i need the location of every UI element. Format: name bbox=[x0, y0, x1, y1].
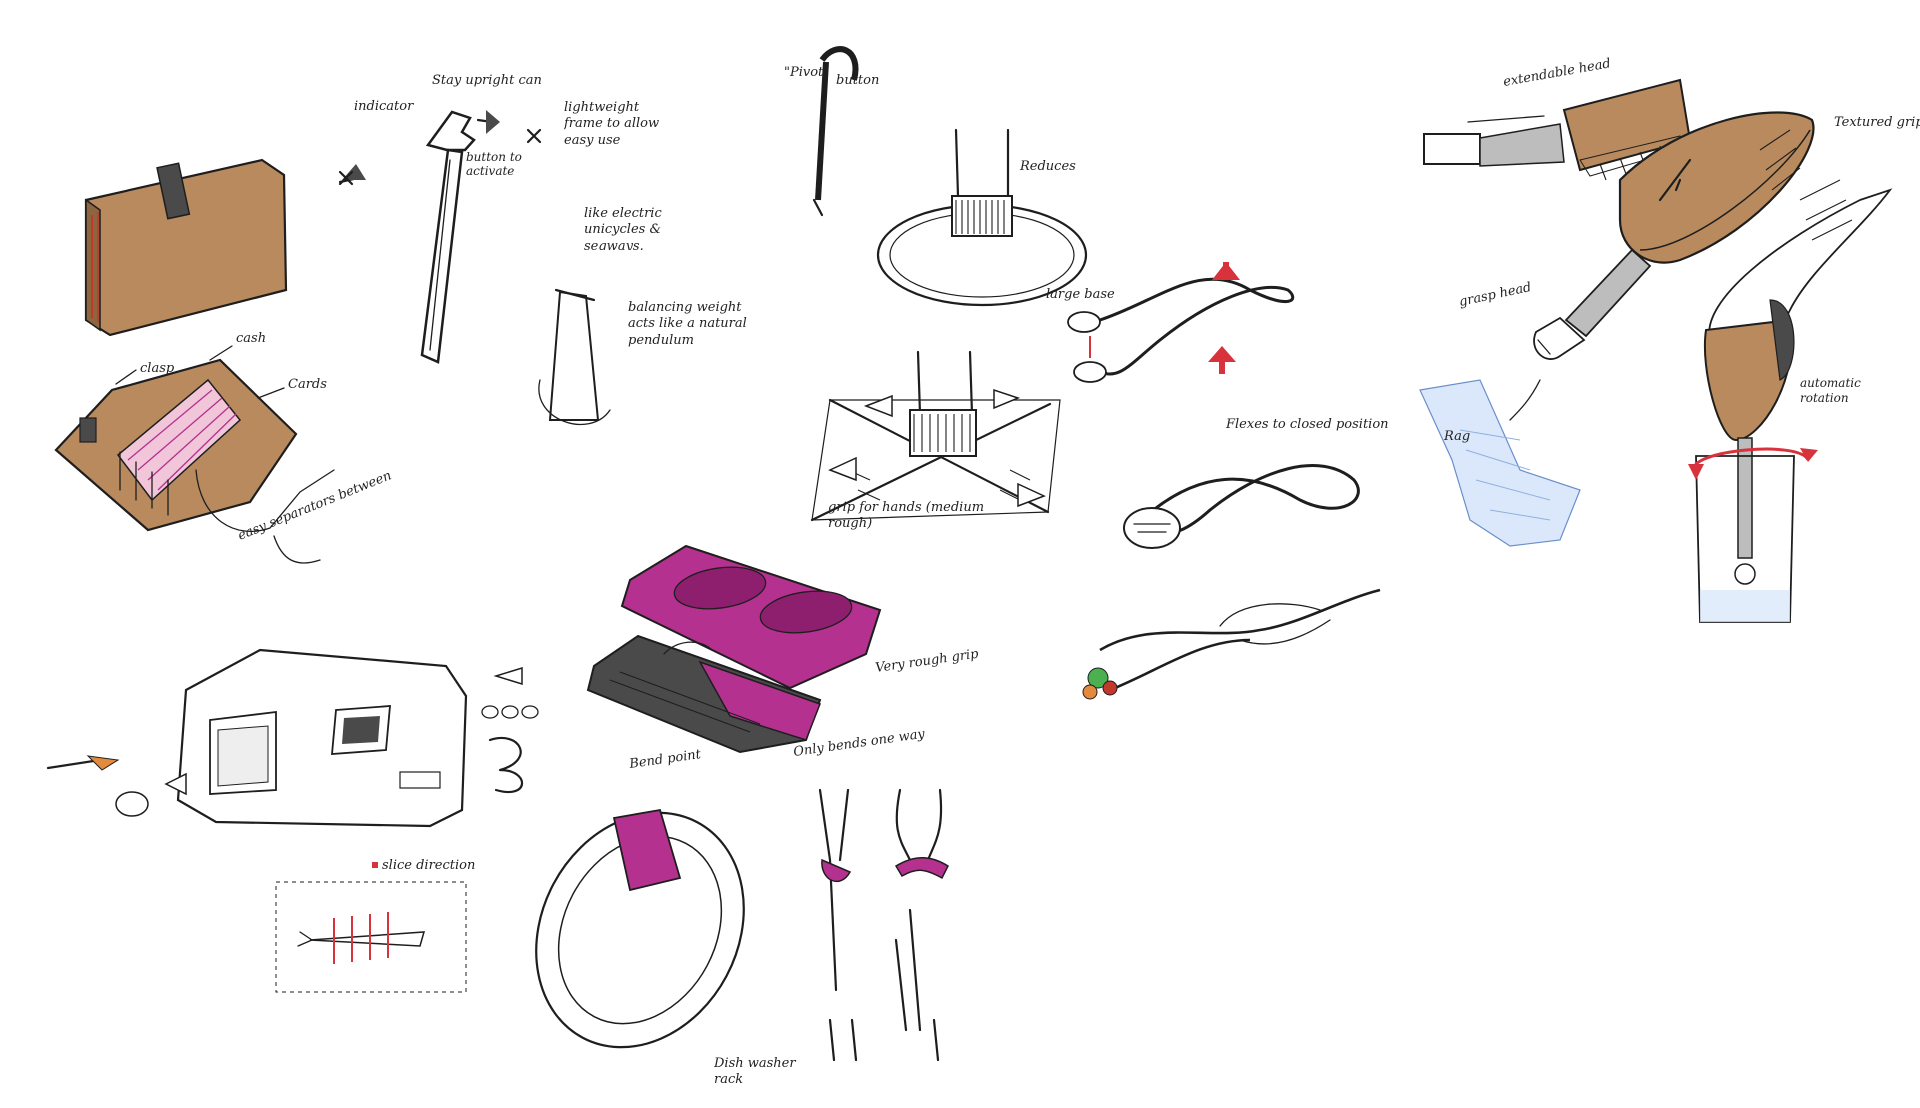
wallet-open-sketch bbox=[54, 358, 298, 532]
slice-icon-2 bbox=[501, 705, 519, 719]
balancing-text: balancing weight acts like a natural pen… bbox=[628, 300, 747, 348]
label-indicator: indicator bbox=[354, 99, 414, 114]
cards-pointer bbox=[257, 387, 285, 399]
label-clasp: clasp bbox=[140, 361, 175, 376]
label-lightweight-frame: lightweight frame to allow easy use bbox=[564, 100, 660, 148]
cane-base-sketch bbox=[538, 288, 611, 426]
label-like-electric: like electric unicycles & segways. bbox=[584, 206, 662, 250]
grip-hands-text: grip for hands (medium rough) bbox=[828, 500, 985, 532]
arrow-outline-icon-3 bbox=[828, 456, 857, 482]
label-button-small: button bbox=[836, 73, 879, 88]
carrot-tip-icon bbox=[86, 755, 120, 771]
clasp-pointer bbox=[115, 369, 137, 385]
label-balancing-weight: balancing weight acts like a natural pen… bbox=[628, 300, 747, 348]
tongs-hand-sketch bbox=[1082, 588, 1381, 700]
grip-mat-bottom-sketch bbox=[586, 634, 822, 754]
hand-sketch bbox=[195, 469, 335, 564]
dish-rack-text: Dish washer rack bbox=[714, 1056, 796, 1088]
label-button-activate: button to activate bbox=[466, 150, 522, 179]
label-grasp-head: grasp head bbox=[1458, 280, 1533, 310]
arrow-outline-icon-2 bbox=[993, 388, 1021, 410]
cane-sketch bbox=[338, 110, 494, 364]
label-textured-grip: Textured grip bbox=[1834, 115, 1920, 130]
label-bend-point: Bend point bbox=[627, 747, 702, 772]
lightweight-text: lightweight frame to allow easy use bbox=[564, 100, 660, 148]
grip-mat-top-sketch bbox=[620, 544, 882, 690]
button-activate-text: button to activate bbox=[466, 150, 522, 179]
label-automatic-rotation: automatic rotation bbox=[1800, 376, 1861, 405]
rotating-cleaner-sketch bbox=[1695, 179, 1893, 623]
rotation-arrow-head-icon bbox=[1688, 464, 1704, 480]
like-electric-text: like electric unicycles & segways. bbox=[584, 206, 662, 250]
feed-arrow-icon bbox=[164, 772, 187, 796]
label-rag: Rag bbox=[1443, 429, 1470, 444]
shredded-icon bbox=[488, 737, 524, 793]
extendable-head-sketch bbox=[1423, 78, 1692, 181]
bend-arrow-icon bbox=[663, 641, 713, 655]
onion-icon bbox=[115, 791, 149, 817]
rotation-arrow-icon bbox=[1692, 447, 1810, 471]
label-grip-hands: grip for hands (medium rough) bbox=[828, 500, 985, 532]
label-extendable-head: extendable head bbox=[1502, 56, 1612, 90]
slice-icon-3 bbox=[521, 705, 539, 719]
cash-pointer bbox=[209, 345, 233, 361]
press-up-arrow-icon bbox=[1208, 346, 1236, 362]
label-pivot: "Pivot" bbox=[784, 65, 829, 80]
label-very-rough: Very rough grip bbox=[874, 647, 980, 676]
rag-sketch bbox=[1419, 379, 1581, 547]
tongs-top-sketch bbox=[1067, 277, 1295, 383]
rotation-text: automatic rotation bbox=[1800, 376, 1861, 405]
label-dish-rack: Dish washer rack bbox=[714, 1056, 796, 1088]
label-slice-direction: slice direction bbox=[382, 858, 475, 873]
label-flexes-closed: Flexes to closed position bbox=[1225, 417, 1389, 432]
rotation-arrow-head-icon-2 bbox=[1800, 448, 1818, 462]
output-arrow-icon bbox=[493, 666, 523, 686]
slice-direction-box bbox=[275, 881, 467, 993]
label-bends-one-way: Only bends one way bbox=[792, 727, 926, 760]
slice-icon-1 bbox=[481, 705, 499, 719]
cross-icon-right bbox=[526, 128, 542, 144]
carrot-icon bbox=[46, 758, 102, 770]
label-large-base: large base bbox=[1046, 287, 1115, 302]
rag-pointer bbox=[1509, 379, 1541, 421]
extend-arrow-icon bbox=[1467, 115, 1545, 123]
cleaner-handle-sketch bbox=[1533, 111, 1815, 360]
tongs-closed-sketch bbox=[1123, 464, 1360, 549]
cross-icon-left bbox=[338, 170, 354, 186]
label-reduces: Reduces bbox=[1019, 159, 1076, 174]
right-arrow-icon bbox=[486, 110, 500, 134]
arrow-outline-icon-4 bbox=[1017, 482, 1046, 508]
arrow-outline-icon-1 bbox=[863, 394, 893, 418]
food-slicer-sketch bbox=[176, 648, 468, 828]
label-cash: cash bbox=[236, 331, 266, 346]
slice-marker-icon bbox=[372, 862, 378, 868]
round-base-sketch bbox=[876, 128, 1088, 307]
label-stay-upright: Stay upright can bbox=[432, 73, 542, 88]
wallet-closed-sketch bbox=[84, 158, 288, 337]
dish-rack-sketch bbox=[818, 788, 949, 1062]
plate-sketch bbox=[535, 808, 745, 1049]
star-base-sketch bbox=[810, 350, 1061, 522]
small-cane-sketch bbox=[812, 46, 859, 217]
label-cards: Cards bbox=[288, 377, 327, 392]
